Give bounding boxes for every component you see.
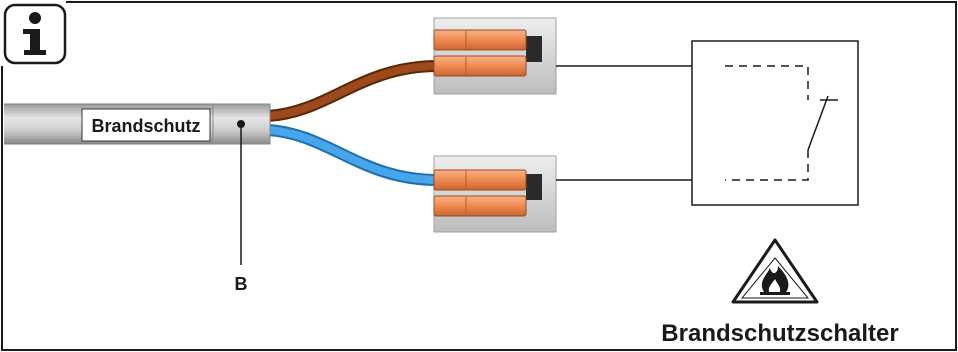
switch-schematic — [725, 65, 809, 181]
marker-b-pointer — [237, 120, 245, 265]
terminal-block-top — [433, 17, 557, 95]
wires — [262, 60, 444, 186]
sheath-label: Brandschutz — [91, 116, 200, 136]
info-i-icon — [3, 3, 67, 65]
fire-protection-switch — [691, 40, 859, 206]
terminal-block-bottom — [433, 155, 557, 233]
marker-b-label: B — [235, 274, 248, 294]
fire-warning-triangle-icon — [731, 238, 819, 304]
sheath-label-box — [81, 108, 211, 142]
switch-label: Brandschutzschalter — [661, 320, 898, 347]
